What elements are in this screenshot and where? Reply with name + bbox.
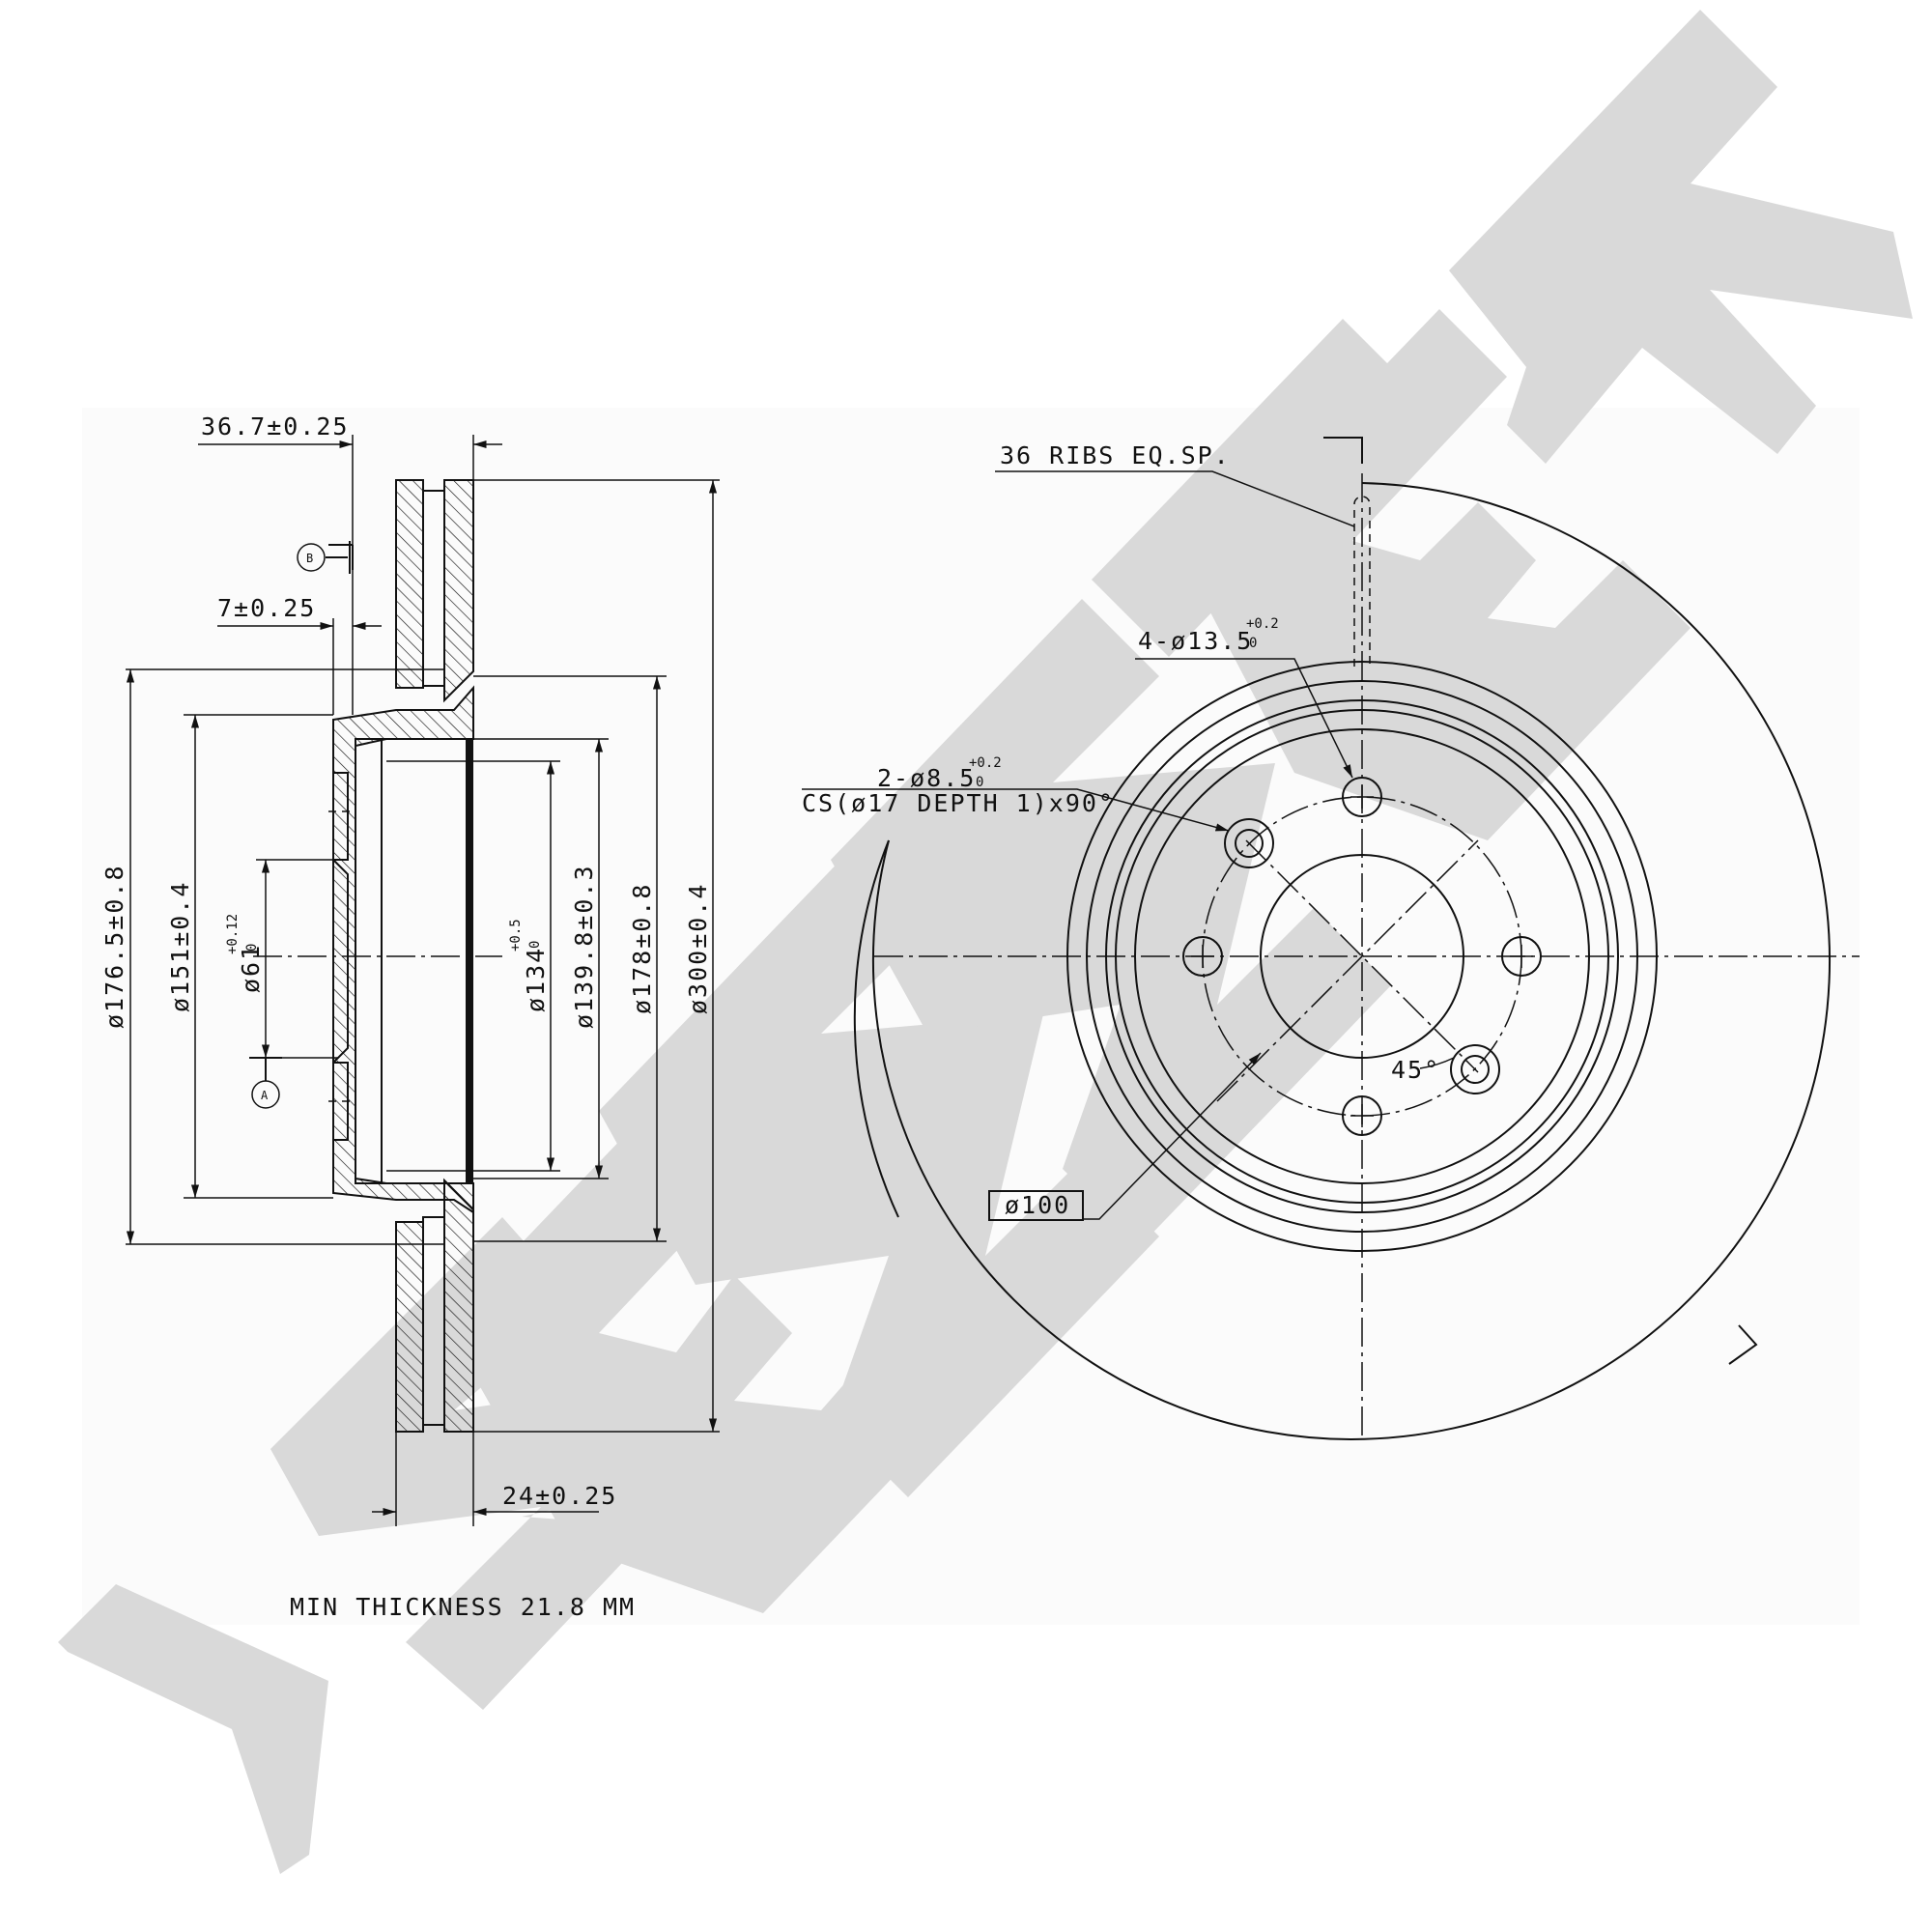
ribs-note: 36 RIBS EQ.SP. [1000, 441, 1231, 469]
bolt-hole-top [1342, 777, 1382, 817]
cs-holes-leader [802, 788, 1230, 832]
dim-d61-tol-upper: +0.12 [225, 914, 241, 954]
vent-channel-upper [422, 490, 445, 687]
bolt-holes-leader [1135, 658, 1353, 779]
bolt-hole-right [1501, 936, 1542, 977]
rib-slot [1353, 496, 1371, 667]
bolt-holes-tol-upper: +0.2 [1246, 616, 1279, 632]
dim-hat-offset: 7±0.25 [217, 594, 316, 622]
ribs-leader [995, 470, 1355, 527]
pcd-leader [1083, 1052, 1262, 1220]
cs-hole-lower-right [1450, 1044, 1500, 1094]
bolt-hole-left [1182, 936, 1223, 977]
hat-bore-wall [466, 739, 473, 1183]
bolt-holes-note: 4-ø13.5 [1138, 627, 1253, 655]
inboard-plate-lower [395, 1221, 424, 1433]
dim-d61: ø61 [237, 944, 265, 993]
pcd-box [988, 1190, 1084, 1221]
cs-holes-tol-lower: 0 [976, 775, 983, 790]
disc-outer-edge [871, 482, 1831, 1440]
dim-d176: ø176.5±0.8 [100, 864, 128, 1029]
dim-d300: ø300±0.4 [684, 883, 712, 1014]
dim-d178: ø178±0.8 [628, 883, 656, 1014]
datum-b-label: B [306, 552, 313, 565]
dim-d151: ø151±0.4 [166, 881, 194, 1012]
outboard-plate-lower [443, 1178, 474, 1433]
cs-holes-tol-upper: +0.2 [969, 755, 1002, 771]
angle-arc [1419, 1057, 1455, 1069]
dim-d134-tol-upper: +0.5 [508, 919, 524, 952]
watermark-logo [58, 10, 1913, 1874]
datum-b-symbol [297, 543, 326, 572]
dim-d134: ø134 [522, 947, 550, 1012]
dim-d139: ø139.8±0.3 [570, 864, 598, 1029]
angle-label: 45° [1391, 1056, 1440, 1084]
cs-spec-note: CS(ø17 DEPTH 1)x90° [802, 789, 1115, 817]
vent-channel-lower [422, 1216, 445, 1426]
bolt-hole-bottom [1342, 1095, 1382, 1136]
front-view: 36 RIBS EQ.SP. 4-ø13.5 +0.2 0 2-ø8.5 +0.… [802, 437, 1860, 1440]
dim-thickness: 24±0.25 [502, 1482, 617, 1510]
cs-hole-upper-left [1224, 818, 1274, 868]
inboard-plate [395, 479, 424, 689]
outboard-plate [443, 479, 474, 703]
dim-d61-tol-lower: 0 [244, 944, 260, 952]
section-view: B A 36.7±0.25 7±0.25 24±0.25 MIN THICKNE… [100, 412, 720, 1621]
dim-d134-tol-lower: 0 [527, 941, 543, 949]
min-thickness-note: MIN THICKNESS 21.8 MM [290, 1593, 636, 1621]
bolt-holes-tol-lower: 0 [1249, 636, 1257, 651]
cs-holes-note: 2-ø8.5 [877, 764, 976, 792]
datum-a-label: A [261, 1089, 269, 1102]
pcd-label: ø100 [1005, 1191, 1070, 1219]
dim-overall-width: 36.7±0.25 [201, 412, 349, 440]
